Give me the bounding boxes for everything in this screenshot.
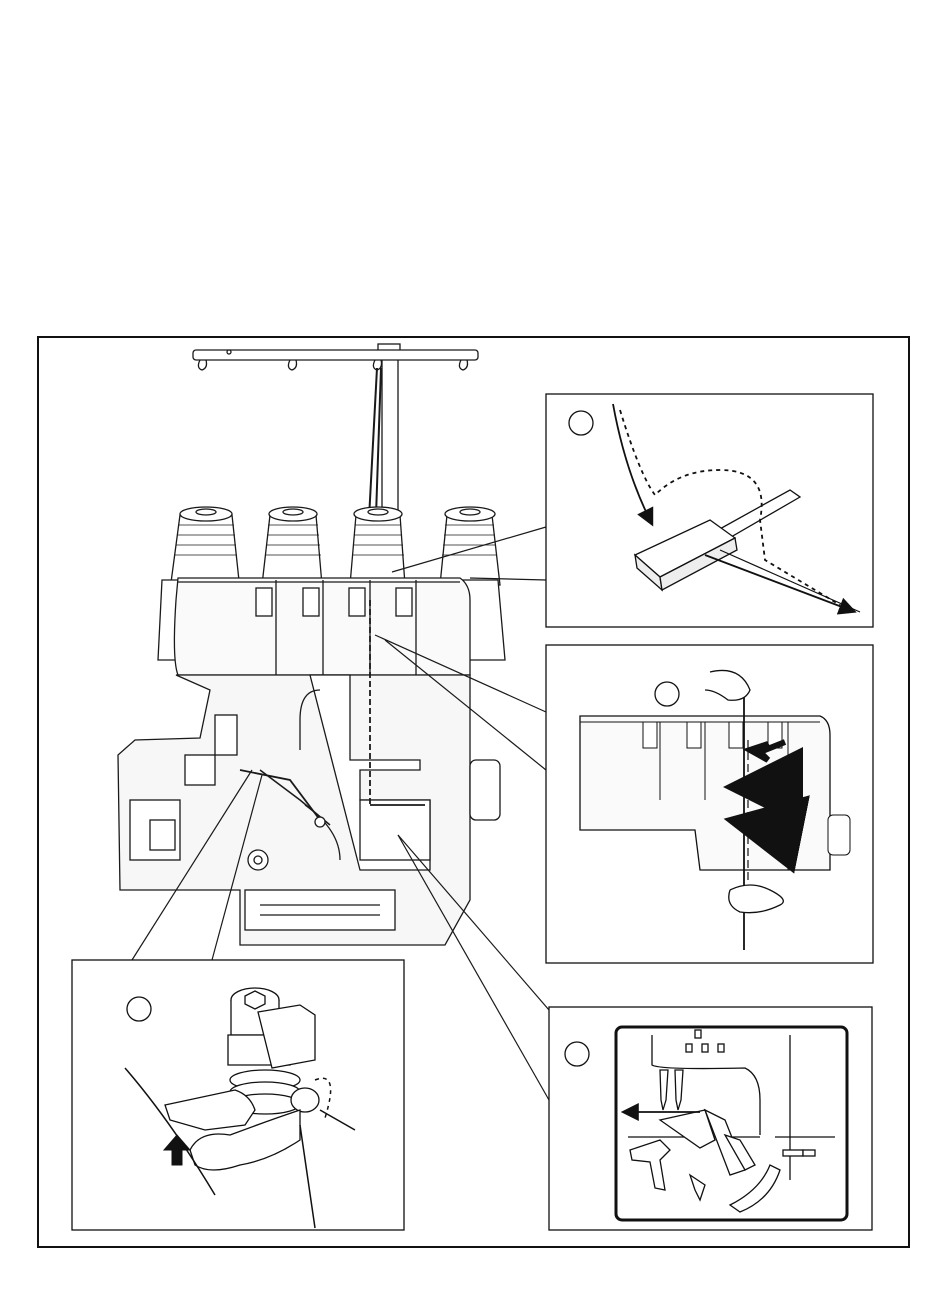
serger-machine — [118, 344, 505, 945]
callout-marker-3 — [127, 997, 151, 1021]
callout-thread-tension — [546, 645, 873, 963]
callout-marker-4 — [565, 1042, 589, 1066]
callout-marker-2 — [655, 682, 679, 706]
callout-thread-guide — [546, 394, 873, 627]
thread-stand-icon — [193, 344, 478, 570]
machine-top-cover — [174, 578, 470, 675]
callout-needle-plate — [549, 1007, 872, 1230]
thread-cone-icon-4 — [440, 507, 500, 585]
callout-looper — [72, 960, 404, 1230]
thread-cone-icon-3 — [350, 507, 405, 585]
callout-marker-1 — [569, 411, 593, 435]
thread-cone-icon-2 — [262, 507, 322, 585]
